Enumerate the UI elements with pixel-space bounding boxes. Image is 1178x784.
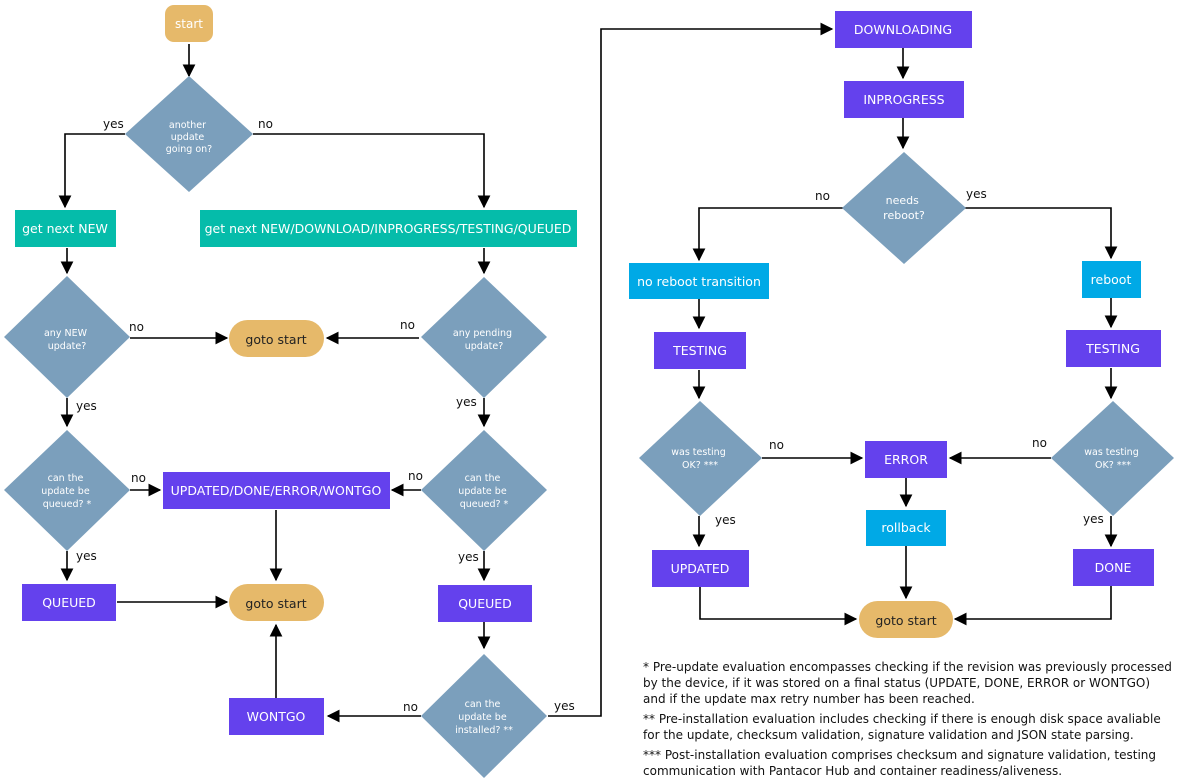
state-final-states: UPDATED/DONE/ERROR/WONTGO xyxy=(163,472,390,509)
goto-start-2: goto start xyxy=(229,584,324,621)
state-updated-label: UPDATED xyxy=(671,561,730,576)
decision-can-install-label: can the update be installed? ** xyxy=(455,699,513,736)
decision-any-new: any NEW update? xyxy=(4,276,130,398)
action-rollback-label: rollback xyxy=(881,520,931,535)
goto-start-3: goto start xyxy=(859,601,953,638)
state-final-states-label: UPDATED/DONE/ERROR/WONTGO xyxy=(171,483,382,498)
action-get-next-all-label: get next NEW/DOWNLOAD/INPROGRESS/TESTING… xyxy=(205,221,572,236)
state-queued-left-label: QUEUED xyxy=(42,595,96,610)
label-testok-right-no: no xyxy=(1032,436,1047,450)
action-reboot: reboot xyxy=(1082,261,1141,298)
label-canqueue-left-yes: yes xyxy=(76,549,97,563)
label-another-yes: yes xyxy=(103,117,124,131)
state-done-label: DONE xyxy=(1095,560,1132,575)
state-wontgo: WONTGO xyxy=(229,698,324,735)
footnote-post-installation: *** Post-installation evaluation compris… xyxy=(643,748,1157,778)
decision-any-new-label: any NEW update? xyxy=(44,328,90,352)
goto-start-3-label: goto start xyxy=(875,613,936,628)
action-get-next-new: get next NEW xyxy=(15,210,116,247)
decision-testing-ok-right: was testing OK? *** xyxy=(1051,401,1174,516)
decision-testing-ok-right-label: was testing OK? *** xyxy=(1084,447,1142,471)
state-testing-left-label: TESTING xyxy=(672,343,727,358)
label-anynew-no: no xyxy=(129,320,144,334)
state-done: DONE xyxy=(1073,549,1154,586)
edge-needsreboot-yes xyxy=(963,207,1118,260)
label-needsreboot-yes: yes xyxy=(966,187,987,201)
decision-needs-reboot: needs reboot? xyxy=(842,152,966,264)
label-caninstall-yes: yes xyxy=(554,699,575,713)
state-queued-left: QUEUED xyxy=(22,584,116,621)
edge-another-yes xyxy=(58,133,125,209)
edge-updated-goto xyxy=(699,587,858,626)
state-wontgo-label: WONTGO xyxy=(247,709,306,724)
action-rollback: rollback xyxy=(866,510,946,546)
label-anypending-yes: yes xyxy=(456,395,477,409)
label-canqueue-right-yes: yes xyxy=(458,550,479,564)
footnote-pre-update: * Pre-update evaluation encompasses chec… xyxy=(643,660,1172,706)
state-inprogress-label: INPROGRESS xyxy=(863,92,944,107)
decision-can-queue-left: can the update be queued? * xyxy=(4,430,130,551)
state-queued-right-label: QUEUED xyxy=(458,596,512,611)
label-testok-left-no: no xyxy=(769,438,784,452)
decision-needs-reboot-label: needs reboot? xyxy=(883,194,925,222)
start-node: start xyxy=(165,5,213,42)
goto-start-1: goto start xyxy=(229,320,324,357)
decision-testing-ok-left: was testing OK? *** xyxy=(639,401,762,516)
label-needsreboot-no: no xyxy=(815,189,830,203)
state-testing-right-label: TESTING xyxy=(1085,341,1140,356)
action-no-reboot-transition-label: no reboot transition xyxy=(637,274,761,289)
decision-any-pending: any pending update? xyxy=(421,277,547,398)
label-canqueue-right-no: no xyxy=(408,469,423,483)
edge-caninstall-yes xyxy=(548,22,834,717)
label-another-no: no xyxy=(258,117,273,131)
footnotes: * Pre-update evaluation encompasses chec… xyxy=(643,659,1173,783)
decision-any-pending-label: any pending update? xyxy=(453,328,515,352)
decision-can-install: can the update be installed? ** xyxy=(421,654,547,778)
state-downloading: DOWNLOADING xyxy=(835,11,972,48)
label-anypending-no: no xyxy=(400,318,415,332)
edge-needsreboot-no xyxy=(692,207,843,262)
action-get-next-new-label: get next NEW xyxy=(22,221,108,236)
label-canqueue-left-no: no xyxy=(131,471,146,485)
label-caninstall-no: no xyxy=(403,700,418,714)
goto-start-1-label: goto start xyxy=(245,332,306,347)
edge-done-goto xyxy=(953,586,1112,626)
edge-labels: yes no no no yes yes no no yes yes no ye… xyxy=(76,117,1104,714)
action-get-next-all: get next NEW/DOWNLOAD/INPROGRESS/TESTING… xyxy=(200,210,577,247)
decision-another-update: another update going on? xyxy=(125,76,253,192)
state-queued-right: QUEUED xyxy=(438,585,532,622)
state-inprogress: INPROGRESS xyxy=(844,81,964,118)
footnote-pre-installation: ** Pre-installation evaluation includes … xyxy=(643,712,1161,742)
start-node-label: start xyxy=(175,17,203,31)
state-error-label: ERROR xyxy=(884,452,928,467)
label-testok-right-yes: yes xyxy=(1083,512,1104,526)
action-no-reboot-transition: no reboot transition xyxy=(629,263,769,299)
decision-can-queue-right-label: can the update be queued? * xyxy=(458,473,509,510)
goto-start-2-label: goto start xyxy=(245,596,306,611)
label-testok-left-yes: yes xyxy=(715,513,736,527)
edges xyxy=(58,22,1118,723)
state-testing-right: TESTING xyxy=(1066,330,1161,367)
state-updated: UPDATED xyxy=(652,550,749,587)
state-testing-left: TESTING xyxy=(654,332,746,369)
decision-testing-ok-left-label: was testing OK? *** xyxy=(671,447,729,471)
state-downloading-label: DOWNLOADING xyxy=(854,22,952,37)
decision-can-queue-left-label: can the update be queued? * xyxy=(41,473,92,510)
action-reboot-label: reboot xyxy=(1091,272,1132,287)
decision-can-queue-right: can the update be queued? * xyxy=(421,430,547,551)
edge-another-no xyxy=(253,133,491,209)
decision-another-update-label: another update going on? xyxy=(166,120,212,155)
label-anynew-yes: yes xyxy=(76,399,97,413)
state-error: ERROR xyxy=(865,441,947,478)
